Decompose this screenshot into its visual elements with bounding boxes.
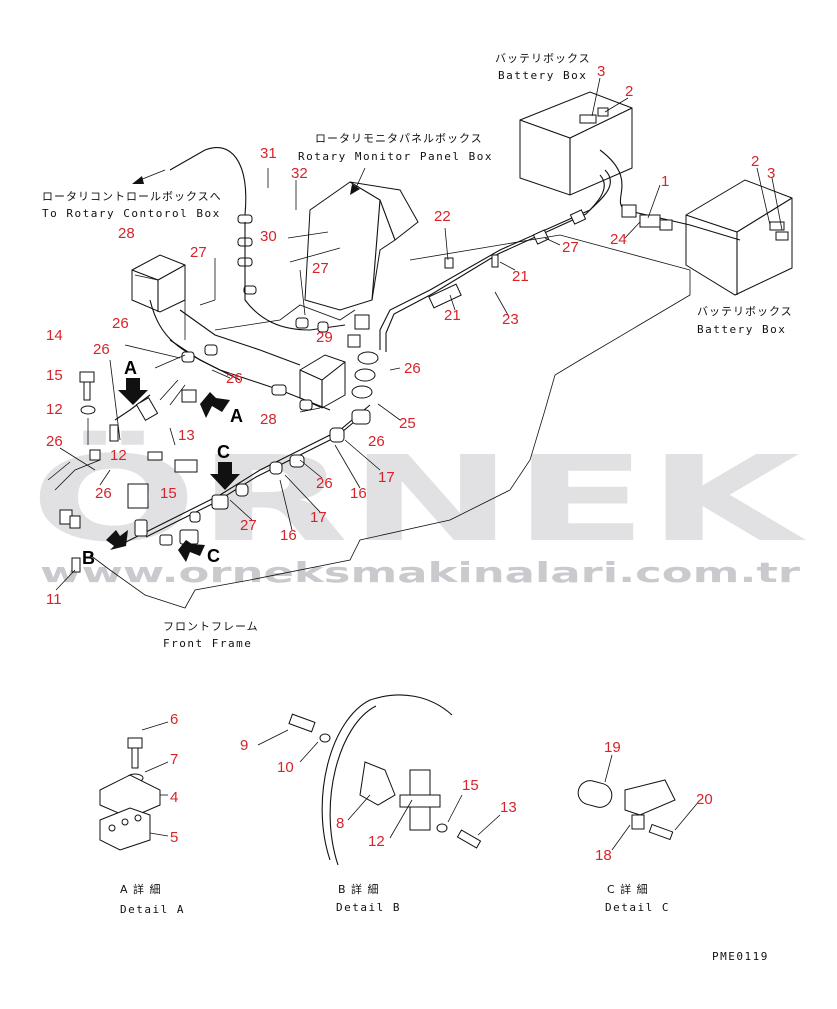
callout-19: 19 bbox=[604, 739, 621, 756]
callout-25: 25 bbox=[399, 415, 416, 432]
callout-18: 18 bbox=[595, 847, 612, 864]
view-marker-a-1: A bbox=[124, 358, 137, 378]
callout-2: 2 bbox=[625, 83, 633, 100]
drawing-code: PME0119 bbox=[712, 950, 769, 963]
callout-4: 4 bbox=[170, 789, 178, 806]
label-detail-b-jp: B 詳 細 bbox=[338, 882, 380, 896]
callout-20: 20 bbox=[696, 791, 713, 808]
callout-8: 8 bbox=[336, 815, 344, 832]
watermark-url: www.orneksmakinalari.com.tr bbox=[40, 556, 800, 589]
view-marker-a-2: A bbox=[230, 406, 243, 426]
label-rotary-monitor-jp: ロータリモニタパネルボックス bbox=[315, 132, 483, 145]
callout-29: 30 bbox=[260, 228, 277, 245]
view-arrow-c-down bbox=[210, 462, 240, 490]
view-arrow-a-left bbox=[200, 392, 230, 418]
callout-24: 24 bbox=[610, 231, 627, 248]
label-front-frame-jp: フロントフレーム bbox=[163, 620, 259, 633]
callout-21b: 21 bbox=[444, 307, 461, 324]
callout-26g: 26 bbox=[368, 433, 385, 450]
view-arrow-c-left bbox=[178, 540, 205, 562]
callout-28b: 29 bbox=[316, 329, 333, 346]
label-detail-a-en: Detail A bbox=[120, 903, 185, 916]
label-detail-a-jp: A 詳 細 bbox=[120, 882, 162, 896]
callout-27d: 28 bbox=[260, 411, 277, 428]
detail-b-drawing bbox=[257, 694, 501, 866]
leader-lines bbox=[55, 77, 783, 591]
callout-17b: 17 bbox=[310, 509, 327, 526]
label-detail-b-en: Detail B bbox=[336, 901, 401, 914]
callout-27c: 27 bbox=[562, 239, 579, 256]
label-battery-box-right-jp: バッテリボックス bbox=[697, 305, 793, 318]
battery-top bbox=[519, 91, 633, 196]
label-battery-box-top-en: Battery Box bbox=[498, 69, 587, 82]
callout-11: 11 bbox=[46, 591, 62, 608]
label-rotary-control-en: To Rotary Contorol Box bbox=[42, 207, 221, 220]
callout-16b: 16 bbox=[280, 527, 297, 544]
callout-numbers: 1 2 3 2 3 4 5 6 7 8 9 10 11 12 12 12 13 … bbox=[46, 63, 775, 864]
callout-12b: 12 bbox=[110, 447, 127, 464]
callout-9: 9 bbox=[240, 737, 248, 754]
callout-13a: 13 bbox=[178, 427, 195, 444]
callout-26d: 26 bbox=[46, 433, 63, 450]
callout-6: 6 bbox=[170, 711, 178, 728]
callout-15b: 15 bbox=[160, 485, 177, 502]
callout-10: 10 bbox=[277, 759, 294, 776]
label-detail-c-jp: C 詳 細 bbox=[607, 882, 649, 896]
view-marker-c-2: C bbox=[207, 546, 220, 566]
label-detail-c-en: Detail C bbox=[605, 901, 670, 914]
callout-30: 31 bbox=[260, 145, 277, 162]
callout-21a: 21 bbox=[512, 268, 529, 285]
callout-1: 1 bbox=[661, 173, 669, 190]
view-marker-b: B bbox=[82, 548, 95, 568]
callout-15a: 15 bbox=[46, 367, 63, 384]
battery-right bbox=[685, 179, 793, 296]
view-marker-c-1: C bbox=[217, 442, 230, 462]
callout-16a: 16 bbox=[350, 485, 367, 502]
callout-26e: 26 bbox=[95, 485, 112, 502]
cable-ties-left bbox=[237, 214, 257, 295]
label-rotary-control-jp: ロータリコントロールボックスへ bbox=[42, 190, 222, 203]
callout-7: 7 bbox=[170, 751, 178, 768]
callout-26f: 26 bbox=[404, 360, 421, 377]
view-arrow-b bbox=[106, 530, 128, 550]
label-front-frame-en: Front Frame bbox=[163, 637, 252, 650]
label-battery-box-right-en: Battery Box bbox=[697, 323, 786, 336]
label-rotary-monitor-en: Rotary Monitor Panel Box bbox=[298, 150, 493, 163]
callout-5: 5 bbox=[170, 829, 178, 846]
callout-3b: 3 bbox=[767, 165, 775, 182]
callout-3: 3 bbox=[597, 63, 605, 80]
callout-22: 22 bbox=[434, 208, 451, 225]
callout-12c: 12 bbox=[368, 833, 385, 850]
callout-28a: 28 bbox=[118, 225, 135, 242]
callout-23: 23 bbox=[502, 311, 519, 328]
label-battery-box-top-jp: バッテリボックス bbox=[495, 52, 591, 65]
view-arrow-a-down bbox=[118, 378, 148, 405]
callout-15c: 15 bbox=[462, 777, 479, 794]
callout-13b: 13 bbox=[500, 799, 517, 816]
detail-c-drawing bbox=[577, 754, 701, 851]
bolt-14 bbox=[79, 371, 95, 401]
rotary-monitor-box bbox=[304, 181, 419, 311]
callout-26c: 26 bbox=[226, 370, 243, 387]
callout-27b: 27 bbox=[312, 260, 329, 277]
callout-26h: 26 bbox=[316, 475, 333, 492]
junction-box-left bbox=[131, 254, 186, 313]
detail-a-drawing bbox=[99, 721, 169, 851]
callout-17a: 17 bbox=[378, 469, 395, 486]
callout-31: 32 bbox=[291, 165, 308, 182]
callout-26a: 26 bbox=[112, 315, 129, 332]
callout-26i: 27 bbox=[240, 517, 257, 534]
callout-12a: 12 bbox=[46, 401, 63, 418]
callout-14: 14 bbox=[46, 327, 63, 344]
callout-2b: 2 bbox=[751, 153, 759, 170]
callout-26b: 26 bbox=[93, 341, 110, 358]
callout-27a: 27 bbox=[190, 244, 207, 261]
